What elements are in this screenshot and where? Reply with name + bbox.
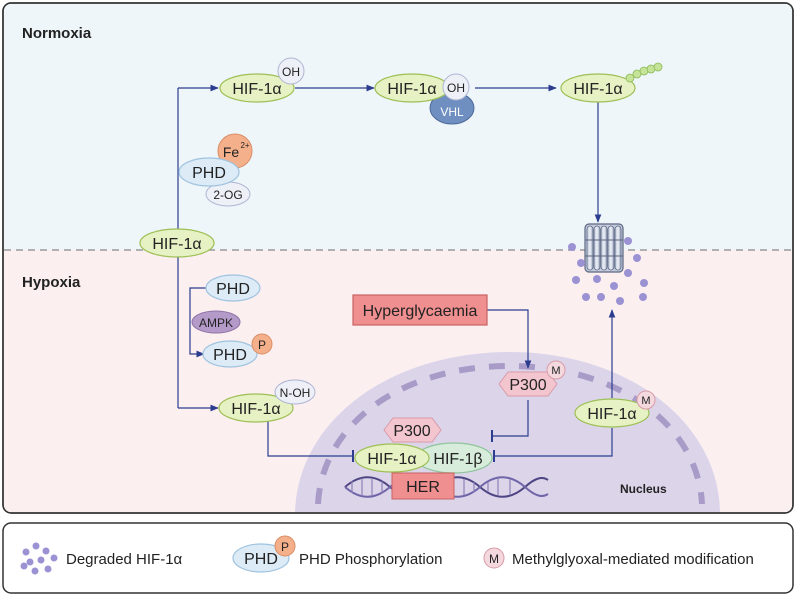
dna-helix	[344, 476, 549, 498]
svg-text:AMPK: AMPK	[199, 316, 233, 330]
hif-oh-node: HIF-1α OH	[219, 57, 305, 103]
nucleus-label: Nucleus	[620, 482, 667, 496]
degraded-peptides	[568, 237, 648, 305]
hif-ubiquitin-node: HIF-1α	[560, 62, 663, 103]
phd-phosphorylated-node: PHD P	[202, 333, 273, 368]
svg-text:PHD: PHD	[216, 281, 250, 298]
hif1b-label: HIF-1β	[433, 451, 482, 468]
fe-charge: 2+	[240, 141, 249, 150]
legend-phd-phos: PHD Phosphorylation	[299, 551, 442, 568]
p-badge: P	[258, 338, 266, 352]
phd-label: PHD	[192, 165, 226, 182]
hyperglycaemia-box: Hyperglycaemia	[352, 294, 488, 326]
svg-text:P: P	[281, 540, 289, 554]
legend-methyl: Methylglyoxal-mediated modification	[512, 551, 754, 568]
her-box: HER	[391, 472, 455, 500]
hypoxia-label: Hypoxia	[22, 274, 81, 291]
legend: Degraded HIF-1α PHD P PHD Phosphorylatio…	[2, 522, 794, 594]
svg-text:HIF-1α: HIF-1α	[152, 236, 201, 253]
hif-vhl-node: VHL HIF-1α OH	[374, 73, 475, 125]
legend-degraded: Degraded HIF-1α	[66, 551, 183, 568]
phd-normoxia-complex: Fe 2+ 2-OG PHD	[178, 133, 253, 207]
og-label: 2-OG	[213, 188, 242, 202]
p300-methyl-node: P300 M	[498, 360, 566, 397]
noh-badge: N-OH	[280, 386, 311, 400]
oh-badge: OH	[447, 81, 465, 95]
ubiquitin-chain-icon	[625, 62, 663, 83]
ampk-node: AMPK	[191, 310, 241, 334]
svg-text:HIF-1α: HIF-1α	[387, 81, 436, 98]
degraded-legend-icon	[20, 542, 58, 575]
vhl-label: VHL	[440, 105, 464, 119]
methyl-legend-icon: M	[483, 547, 505, 569]
svg-text:M: M	[489, 552, 499, 566]
hif-methyl-node: HIF-1α M	[574, 390, 656, 428]
normoxia-region	[4, 4, 792, 250]
hif1a-label: HIF-1α	[367, 451, 416, 468]
svg-text:PHD: PHD	[213, 347, 247, 364]
svg-text:HIF-1α: HIF-1α	[587, 406, 636, 423]
hif-noh-node: HIF-1α N-OH	[218, 379, 316, 423]
svg-text:HER: HER	[406, 479, 440, 496]
svg-text:PHD: PHD	[244, 551, 278, 568]
svg-text:HIF-1α: HIF-1α	[573, 81, 622, 98]
svg-text:Hyperglycaemia: Hyperglycaemia	[363, 303, 478, 320]
phd-legend-icon: PHD P	[232, 535, 296, 573]
m-badge: M	[551, 365, 560, 377]
proteasome-icon	[584, 223, 624, 273]
hif-complex: P300 HIF-1β HIF-1α	[354, 417, 493, 474]
svg-text:P300: P300	[509, 377, 546, 394]
oh-badge: OH	[282, 65, 300, 79]
normoxia-label: Normoxia	[22, 25, 92, 42]
svg-text:HIF-1α: HIF-1α	[232, 81, 281, 98]
fe-label: Fe	[223, 144, 240, 160]
m-badge: M	[641, 395, 650, 407]
p300-label: P300	[393, 423, 430, 440]
svg-text:HIF-1α: HIF-1α	[231, 401, 280, 418]
hif-center-node: HIF-1α	[139, 228, 215, 258]
phd-hypoxia-node: PHD	[205, 274, 261, 302]
